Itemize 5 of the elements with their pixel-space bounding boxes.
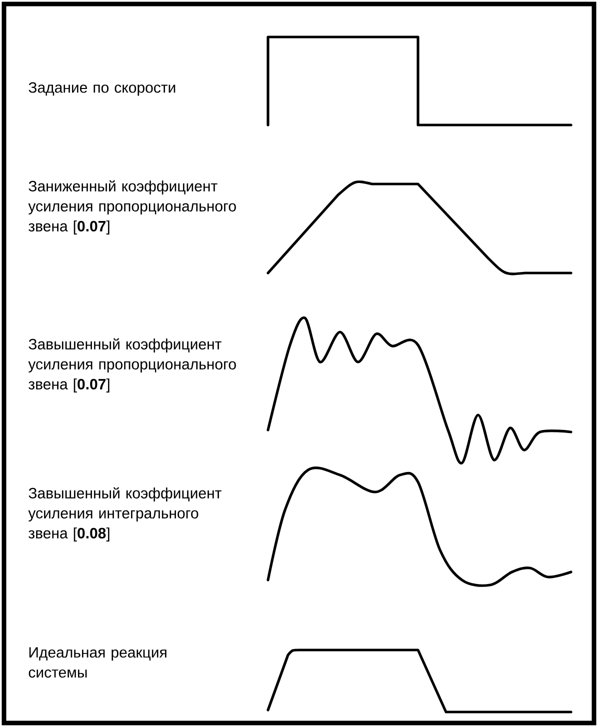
curve-label: Завышенный коэффициент усиления интегрального звена [0.08]	[28, 487, 222, 542]
curve-label: Идеальная реакция системы	[28, 647, 166, 678]
curve-label: Заниженный коэффициент усиления пропорционального звена [0.07]	[28, 180, 236, 234]
curve-label: Завышенный коэффициент усиления пропорционального звена [0.07]	[28, 338, 236, 392]
curve-label: Задание по скорости	[28, 82, 176, 96]
